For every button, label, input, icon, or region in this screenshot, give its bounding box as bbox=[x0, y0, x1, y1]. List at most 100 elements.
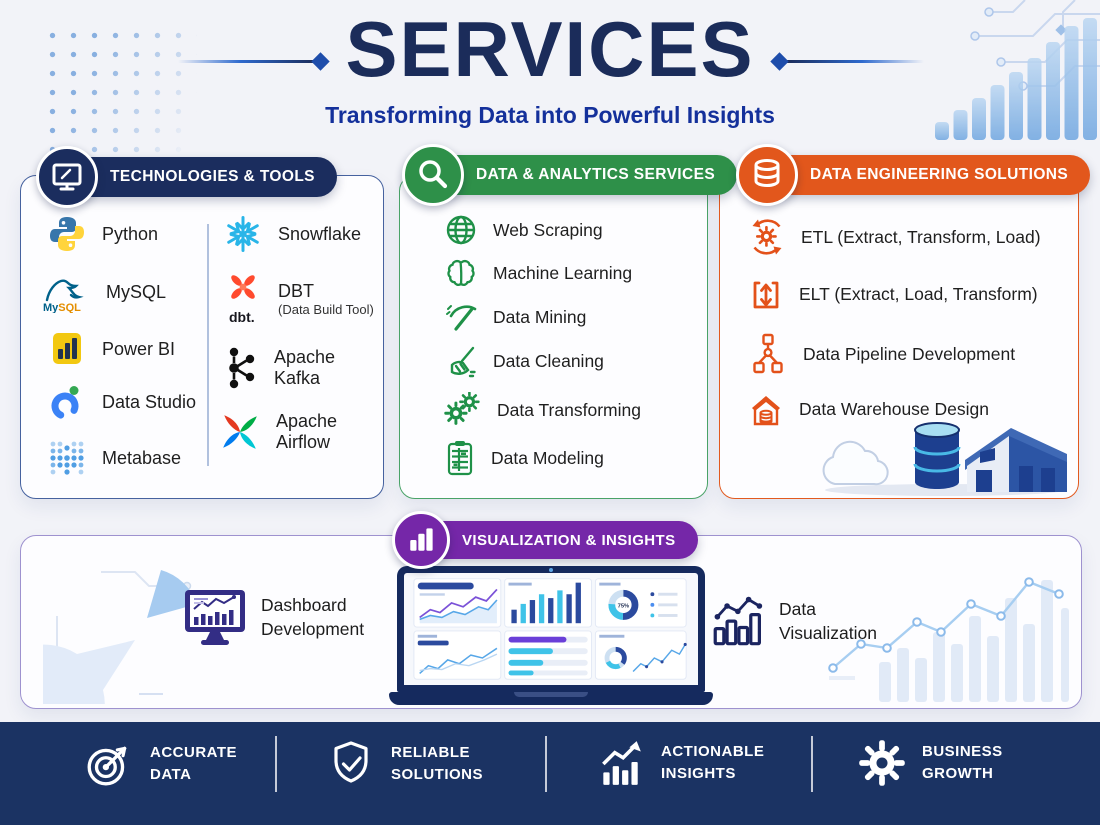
brain-icon bbox=[444, 256, 478, 290]
engineering-item: Data Pipeline Development bbox=[748, 333, 1015, 375]
page-subtitle: Transforming Data into Powerful Insights bbox=[325, 102, 775, 128]
tech-item-mysql: MySQL MySQL bbox=[39, 271, 166, 313]
magnifier-icon bbox=[402, 144, 464, 206]
pickaxe-icon bbox=[444, 300, 478, 334]
laptop-screen: 75% bbox=[397, 566, 705, 692]
pipeline-icon bbox=[748, 333, 788, 375]
footer-divider bbox=[811, 736, 813, 792]
tech-item-label: DBT(Data Build Tool) bbox=[278, 281, 374, 317]
tech-item-powerbi: Power BI bbox=[47, 329, 175, 369]
warehouse-illustration bbox=[822, 422, 1067, 496]
section-title: VISUALIZATION & INSIGHTS bbox=[420, 521, 698, 559]
etl-cycle-icon bbox=[748, 218, 786, 256]
analytics-item-label: Data Mining bbox=[493, 306, 587, 327]
tech-item-label: Power BI bbox=[102, 338, 176, 359]
analytics-item: Data Mining bbox=[444, 300, 586, 334]
tech-item-label: Data Studio bbox=[102, 391, 197, 412]
broom-icon bbox=[444, 344, 478, 378]
analytics-item-label: Data Modeling bbox=[491, 447, 604, 468]
analytics-item: Data Cleaning bbox=[444, 344, 604, 378]
dbt-icon: dbt. bbox=[223, 272, 263, 326]
page-title: SERVICES bbox=[345, 5, 755, 93]
analytics-item-label: Data Cleaning bbox=[493, 350, 604, 371]
analytics-item-label: Web Scraping bbox=[493, 219, 603, 240]
analytics-item-label: Data Transforming bbox=[497, 399, 641, 420]
tech-item-datastudio: Data Studio bbox=[47, 382, 196, 422]
title-line-right bbox=[786, 60, 924, 63]
laptop-base bbox=[389, 692, 713, 705]
bar-growth-decoration bbox=[935, 18, 1097, 140]
section-title: DATA & ANALYTICS SERVICES bbox=[434, 155, 738, 195]
tech-item-label: Snowflake bbox=[278, 223, 362, 244]
metabase-icon bbox=[47, 438, 87, 478]
analytics-item: Data Modeling bbox=[444, 440, 604, 476]
database-icon bbox=[736, 144, 798, 206]
footer-divider bbox=[275, 736, 277, 792]
shield-check-icon bbox=[327, 739, 375, 789]
section-title: TECHNOLOGIES & TOOLS bbox=[68, 157, 337, 197]
analytics-item: Data Transforming bbox=[444, 392, 641, 428]
tech-item-python: Python bbox=[47, 214, 158, 254]
technologies-header: TECHNOLOGIES & TOOLS bbox=[36, 146, 337, 208]
analytics-item-label: Machine Learning bbox=[493, 262, 633, 283]
tech-item-metabase: Metabase bbox=[47, 438, 181, 478]
tech-item-label: Apache Airflow bbox=[276, 411, 338, 452]
tech-item-label: MySQL bbox=[106, 281, 167, 302]
pie-decoration bbox=[43, 570, 197, 704]
laptop-dashboard: 75% bbox=[389, 566, 713, 708]
elt-box-icon bbox=[748, 275, 784, 313]
spreadsheet-icon bbox=[444, 440, 476, 476]
python-icon bbox=[47, 214, 87, 254]
tech-item-dbt: dbt. DBT(Data Build Tool) bbox=[223, 272, 374, 326]
column-divider bbox=[207, 224, 209, 466]
analytics-item: Web Scraping bbox=[444, 213, 603, 247]
engineering-item-label: ETL (Extract, Transform, Load) bbox=[801, 226, 1041, 247]
engineering-item: Data Warehouse Design bbox=[748, 390, 989, 428]
gears-icon bbox=[444, 392, 482, 428]
data-visualization-icon bbox=[711, 592, 769, 648]
growth-decoration bbox=[828, 577, 1069, 702]
engineering-item: ELT (Extract, Load, Transform) bbox=[748, 275, 1038, 313]
tech-item-kafka: Apache Kafka bbox=[223, 345, 383, 391]
analytics-header: DATA & ANALYTICS SERVICES bbox=[402, 144, 738, 206]
tech-item-label: Python bbox=[102, 223, 159, 244]
visualization-header: VISUALIZATION & INSIGHTS bbox=[392, 511, 698, 569]
tech-item-snowflake: Snowflake bbox=[223, 214, 361, 254]
analytics-item: Machine Learning bbox=[444, 256, 632, 290]
tech-item-airflow: Apache Airflow bbox=[219, 411, 383, 453]
mysql-icon: MySQL bbox=[39, 271, 91, 313]
globe-icon bbox=[444, 213, 478, 247]
visualization-panel: Dashboard Development bbox=[20, 535, 1082, 709]
dashboard-development-label: Dashboard Development bbox=[261, 595, 365, 639]
powerbi-icon bbox=[47, 329, 87, 369]
donut-value: 75% bbox=[618, 603, 630, 609]
section-title: DATA ENGINEERING SOLUTIONS bbox=[768, 155, 1091, 195]
dashboard-charts: 75% bbox=[413, 578, 687, 680]
snowflake-icon bbox=[223, 214, 263, 254]
data-visualization-label: Data Visualization bbox=[779, 599, 877, 643]
svg-text:dbt.: dbt. bbox=[229, 309, 255, 325]
engineering-header: DATA ENGINEERING SOLUTIONS bbox=[736, 144, 1091, 206]
gear-icon bbox=[858, 739, 906, 787]
title-line-left bbox=[178, 60, 316, 63]
svg-text:MySQL: MySQL bbox=[43, 302, 81, 313]
footer-divider bbox=[545, 736, 547, 792]
airflow-icon bbox=[219, 411, 261, 453]
tech-item-label: Metabase bbox=[102, 447, 182, 468]
growth-chart-icon bbox=[595, 739, 645, 787]
dashboard-monitor-icon bbox=[183, 588, 249, 648]
monitor-pencil-icon bbox=[36, 146, 98, 208]
technologies-panel: Python MySQL MySQL Power BI Data Studio bbox=[20, 175, 384, 499]
tech-item-sublabel: (Data Build Tool) bbox=[278, 302, 374, 317]
engineering-item: ETL (Extract, Transform, Load) bbox=[748, 218, 1041, 256]
